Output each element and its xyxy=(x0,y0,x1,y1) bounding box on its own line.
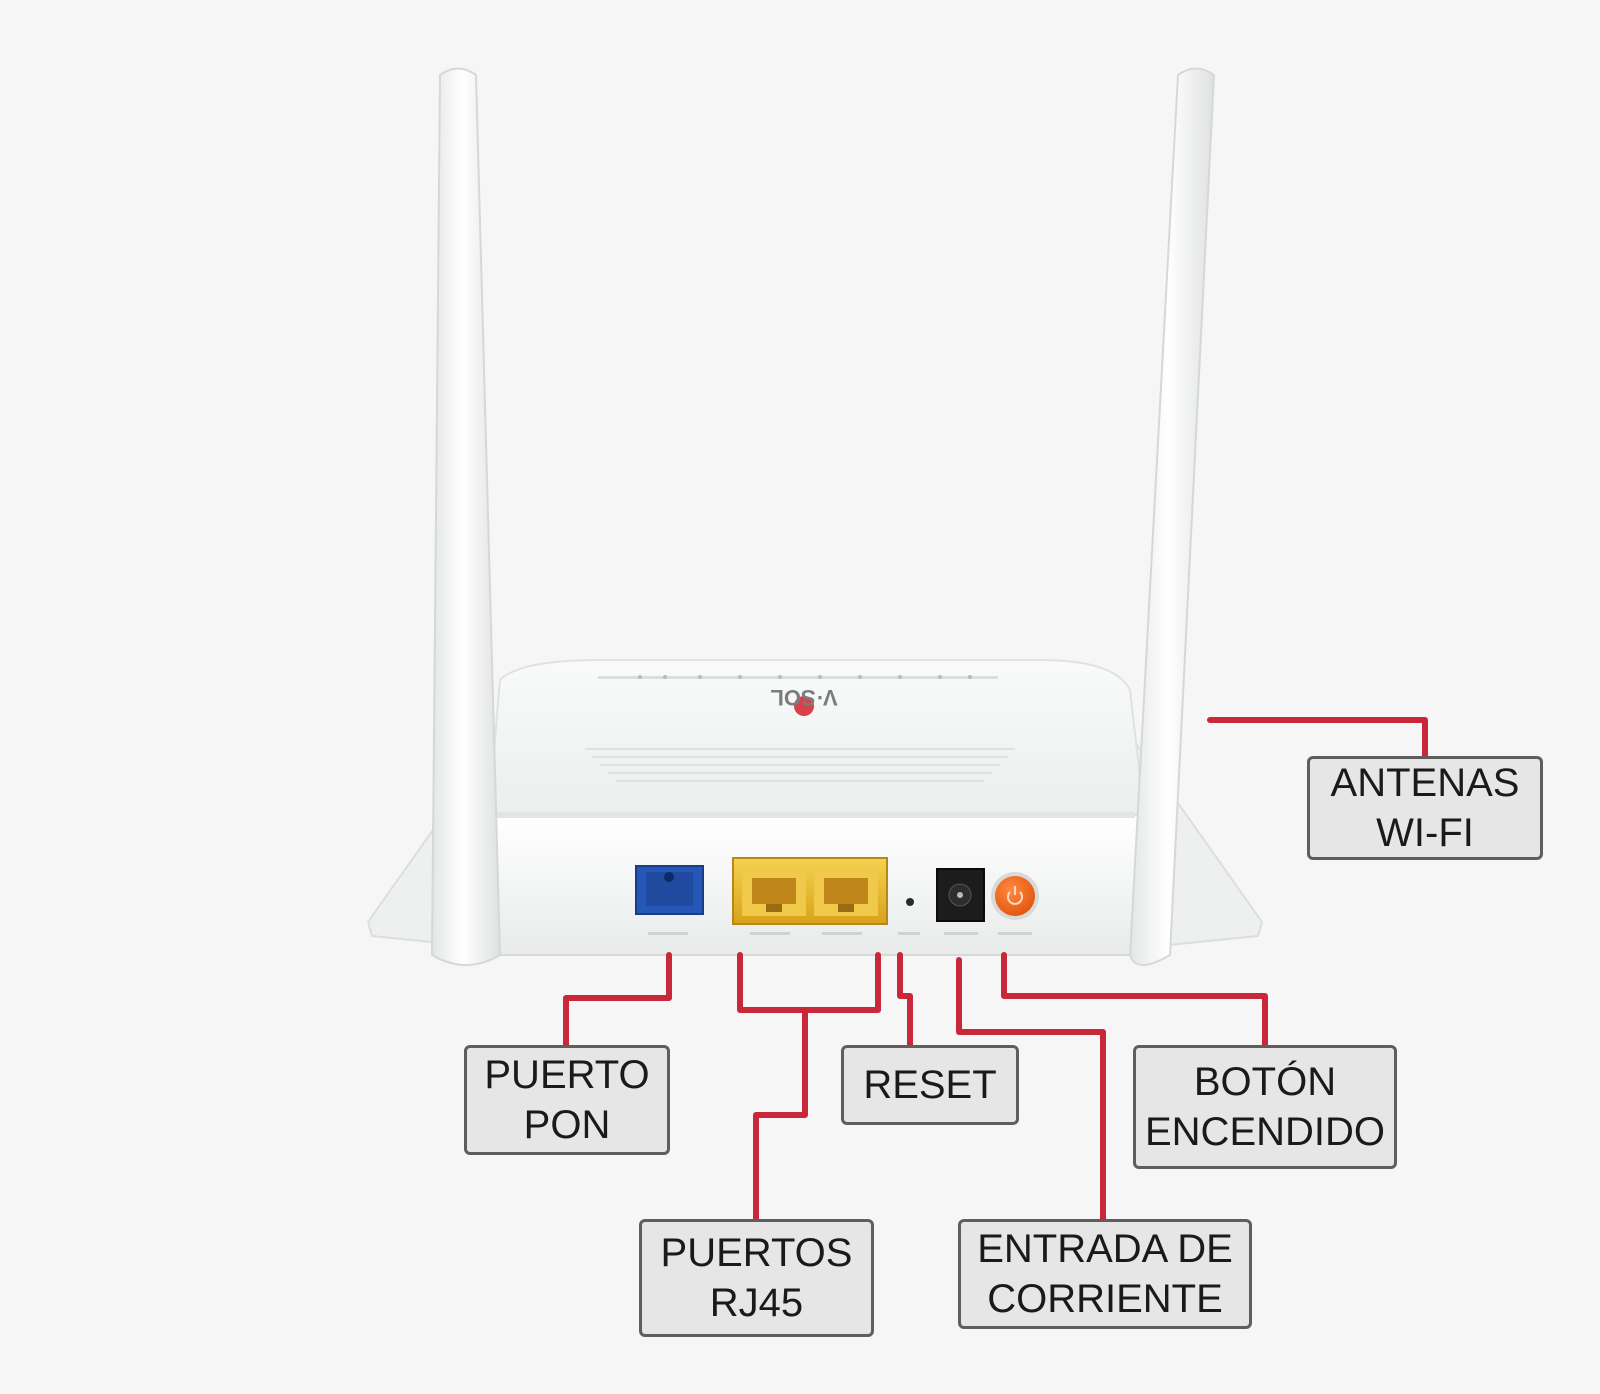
callout-rj45-line2: RJ45 xyxy=(709,1281,804,1325)
power-button xyxy=(991,872,1039,920)
leader-pon xyxy=(563,952,672,1049)
leader-encendido xyxy=(1001,952,1268,1049)
antenna-left xyxy=(430,67,502,966)
port-sublabel-marks xyxy=(648,932,1032,935)
callout-encendido-line2: ENCENDIDO xyxy=(1144,1110,1386,1154)
vent-slots xyxy=(585,748,1015,782)
leader-rj45-b xyxy=(753,1007,808,1222)
callout-reset-line1: RESET xyxy=(863,1063,997,1107)
led-indicators xyxy=(598,675,998,679)
power-jack xyxy=(936,868,985,922)
callout-puertos-rj45: PUERTOS RJ45 xyxy=(639,1219,874,1337)
reset-hole xyxy=(906,898,914,906)
callout-corriente-line2: CORRIENTE xyxy=(987,1277,1223,1321)
leader-corriente xyxy=(956,957,1106,1222)
leader-rj45-a xyxy=(737,952,881,1013)
brand-logo-text: V·SOL xyxy=(770,685,837,710)
callout-corriente-line1: ENTRADA DE xyxy=(977,1227,1233,1271)
pon-port xyxy=(635,865,704,915)
brand-logo: V·SOL xyxy=(770,685,838,716)
callout-antenas-line2: WI-FI xyxy=(1376,811,1474,855)
callout-encendido-line1: BOTÓN xyxy=(1193,1060,1337,1104)
callout-antenas-wifi: ANTENAS WI-FI xyxy=(1307,756,1543,860)
callout-boton-encendido: BOTÓN ENCENDIDO xyxy=(1133,1045,1397,1169)
callout-reset: RESET xyxy=(841,1045,1019,1125)
callout-entrada-corriente: ENTRADA DE CORRIENTE xyxy=(958,1219,1252,1329)
leader-reset xyxy=(897,952,913,1049)
leader-lines xyxy=(563,717,1428,1222)
callout-antenas-line1: ANTENAS xyxy=(1330,761,1520,805)
callout-puerto-pon: PUERTO PON xyxy=(464,1045,670,1155)
rj45-ports xyxy=(732,857,888,925)
callout-pon-line1: PUERTO xyxy=(484,1053,650,1097)
callout-pon-line2: PON xyxy=(523,1103,611,1147)
antenna-right xyxy=(1128,67,1216,966)
leader-antenas xyxy=(1207,717,1428,760)
callout-rj45-line1: PUERTOS xyxy=(660,1231,853,1275)
